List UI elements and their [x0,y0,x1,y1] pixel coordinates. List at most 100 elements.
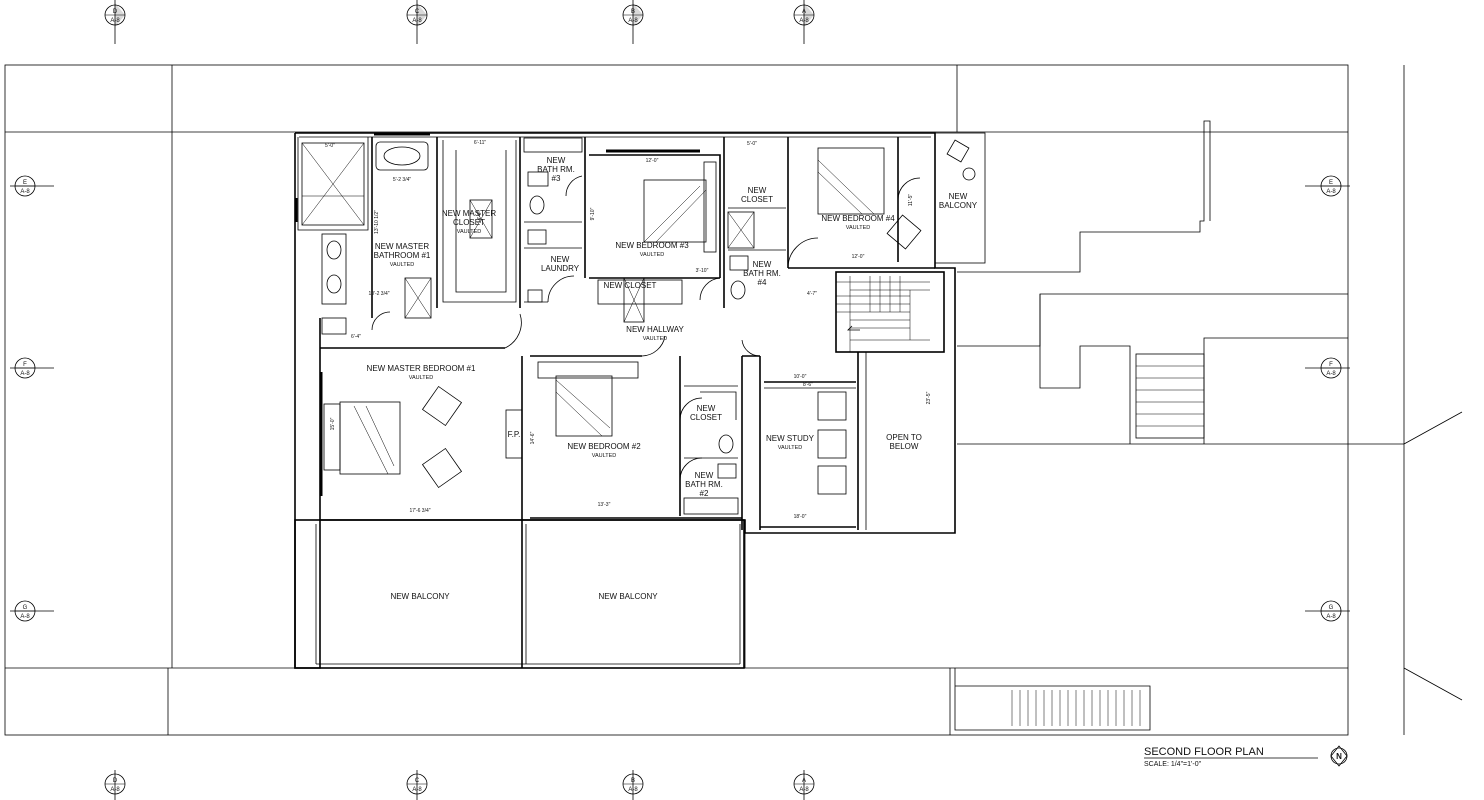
label-bath4-3: #4 [758,278,767,287]
north-letter: N [1336,752,1342,761]
label-master-bath-1: NEW MASTER [375,242,429,251]
grid-sheet: A-8 [1326,189,1336,195]
label-bedroom2: NEW BEDROOM #2 [567,442,641,451]
label-laundry-2: LAUNDRY [541,264,580,273]
drawing-title: SECOND FLOOR PLAN [1144,746,1264,758]
label-hall-closet: NEW CLOSET [604,281,657,290]
label-master-closet-2: CLOSET [453,218,485,227]
label-master-closet-note: VAULTED [457,229,482,235]
dimension: 15'-0" [330,417,336,430]
dimension: 13'-3" [598,502,611,508]
label-bedroom2-note: VAULTED [592,453,617,459]
north-arrow-icon: N [1330,745,1348,767]
label-bath2-2: BATH RM. [685,480,723,489]
grid-marker-left-g: G A-8 [10,600,54,622]
label-bedroom4: NEW BEDROOM #4 [821,214,895,223]
grid-letter: C [415,9,420,15]
label-bath3-2: BATH RM. [537,165,575,174]
grid-letter: D [113,778,118,784]
grid-sheet: A-8 [628,18,638,24]
grid-sheet: A-8 [412,18,422,24]
grid-marker-top-d: D A-8 [104,0,126,44]
grid-letter: E [1329,180,1333,186]
label-open-below-2: BELOW [890,442,919,451]
grid-letter: G [23,605,28,611]
dimension: 9'-10" [590,207,596,220]
drawing-scale: SCALE: 1/4"=1'-0" [1144,761,1202,768]
grid-letter: F [23,362,27,368]
label-bedroom4-note: VAULTED [846,225,871,231]
grid-marker-top-b: B A-8 [622,0,644,44]
grid-marker-top-a: A A-8 [793,0,815,44]
grid-letter: C [415,778,420,784]
dimension: 17'-6 3/4" [409,508,430,514]
label-balcony-ne-2: BALCONY [939,201,978,210]
dimension: 6'-11" [474,140,487,146]
dimension: 13'-10 1/2" [374,210,380,234]
grid-marker-left-f: F A-8 [10,357,54,379]
label-bath4-1: NEW [753,260,772,269]
dimension: 12'-0" [646,158,659,164]
dimension: 10'-2 3/4" [368,291,389,297]
label-bath2-1: NEW [695,471,714,480]
dimension: 5'-0" [747,141,757,147]
grid-marker-bottom-a: A A-8 [793,770,815,800]
label-bath4-2: BATH RM. [743,269,781,278]
label-closet2-2: CLOSET [690,413,722,422]
label-master-bath-note: VAULTED [390,262,415,268]
label-master-bedroom-note: VAULTED [409,375,434,381]
grid-sheet: A-8 [1326,614,1336,620]
grid-marker-right-e: E A-8 [1305,175,1350,197]
grid-sheet: A-8 [110,18,120,24]
site-outline [4,64,1463,736]
label-balcony-ne-1: NEW [949,192,968,201]
label-bath3-3: #3 [552,174,561,183]
label-hallway: NEW HALLWAY [626,325,684,334]
dimension: 5'-0" [325,143,335,149]
grid-markers-right: E A-8 F A-8 G A-8 [1305,175,1350,622]
doors [371,175,921,481]
grid-sheet: A-8 [628,787,638,793]
dimension: 14'-0" [477,210,483,223]
label-balcony-1: NEW BALCONY [390,592,450,601]
grid-letter: G [1329,605,1334,611]
label-closet4-1: NEW [748,186,767,195]
grid-marker-bottom-c: C A-8 [406,770,428,800]
label-bath2-3: #2 [700,489,709,498]
grid-sheet: A-8 [20,189,30,195]
label-bedroom3-note: VAULTED [640,252,665,258]
label-study: NEW STUDY [766,434,815,443]
grid-letter: D [113,9,118,15]
grid-marker-bottom-b: B A-8 [622,770,644,800]
grid-letter: B [631,9,635,15]
grid-marker-right-g: G A-8 [1305,600,1350,622]
label-fireplace: F.P. [508,430,521,439]
interior-walls [297,137,945,530]
label-laundry-1: NEW [551,255,570,264]
grid-sheet: A-8 [110,787,120,793]
grid-markers-top: D A-8 C A-8 B A-8 A A-8 [104,0,815,44]
grid-markers-left: E A-8 F A-8 G A-8 [10,175,54,622]
dimension: 4'-7" [807,291,817,297]
grid-letter: F [1329,362,1333,368]
label-balcony-2: NEW BALCONY [598,592,658,601]
label-master-bedroom: NEW MASTER BEDROOM #1 [367,364,476,373]
grid-sheet: A-8 [799,787,809,793]
label-closet2-1: NEW [697,404,716,413]
grid-markers-bottom: D A-8 C A-8 B A-8 A A-8 [104,770,815,800]
grid-sheet: A-8 [20,371,30,377]
dimension: 12'-0" [852,254,865,260]
grid-letter: B [631,778,635,784]
grid-letter: E [23,180,27,186]
dimension: 23'-5" [926,391,932,404]
label-master-closet-1: NEW MASTER [442,209,496,218]
dimension: 8'-6" [803,382,813,388]
grid-marker-top-c: C A-8 [406,0,428,44]
label-open-below-1: OPEN TO [886,433,922,442]
fixtures [321,139,976,515]
south-balconies [294,519,746,669]
dimension: 14'-6" [530,431,536,444]
grid-letter: A [802,9,806,15]
grid-marker-left-e: E A-8 [10,175,54,197]
